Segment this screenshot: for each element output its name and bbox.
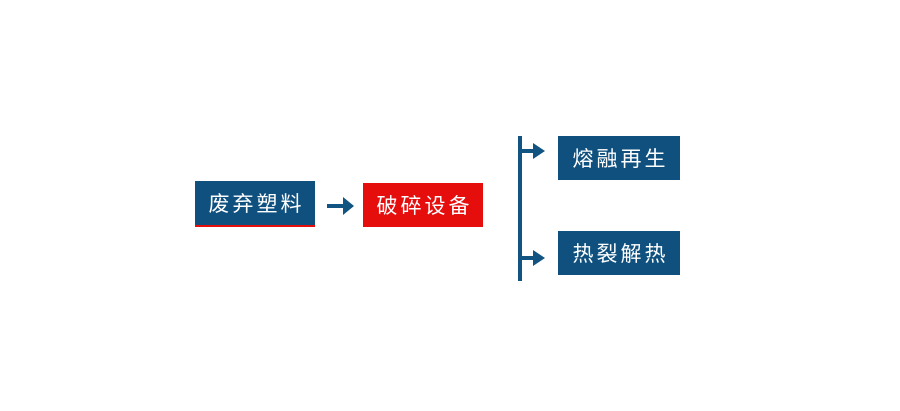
edge-waste-to-crushing-arrowhead-icon [343, 197, 354, 215]
edge-crushing-to-pyrolysis-arrowhead-icon [533, 250, 545, 266]
node-waste-plastic: 废弃塑料 [195, 181, 315, 227]
node-pyrolysis: 热裂解热 [558, 231, 680, 275]
node-crushing-equipment: 破碎设备 [363, 183, 483, 227]
node-melt-regeneration: 熔融再生 [558, 136, 680, 180]
edge-crushing-to-melt-arrowhead-icon [533, 143, 545, 159]
